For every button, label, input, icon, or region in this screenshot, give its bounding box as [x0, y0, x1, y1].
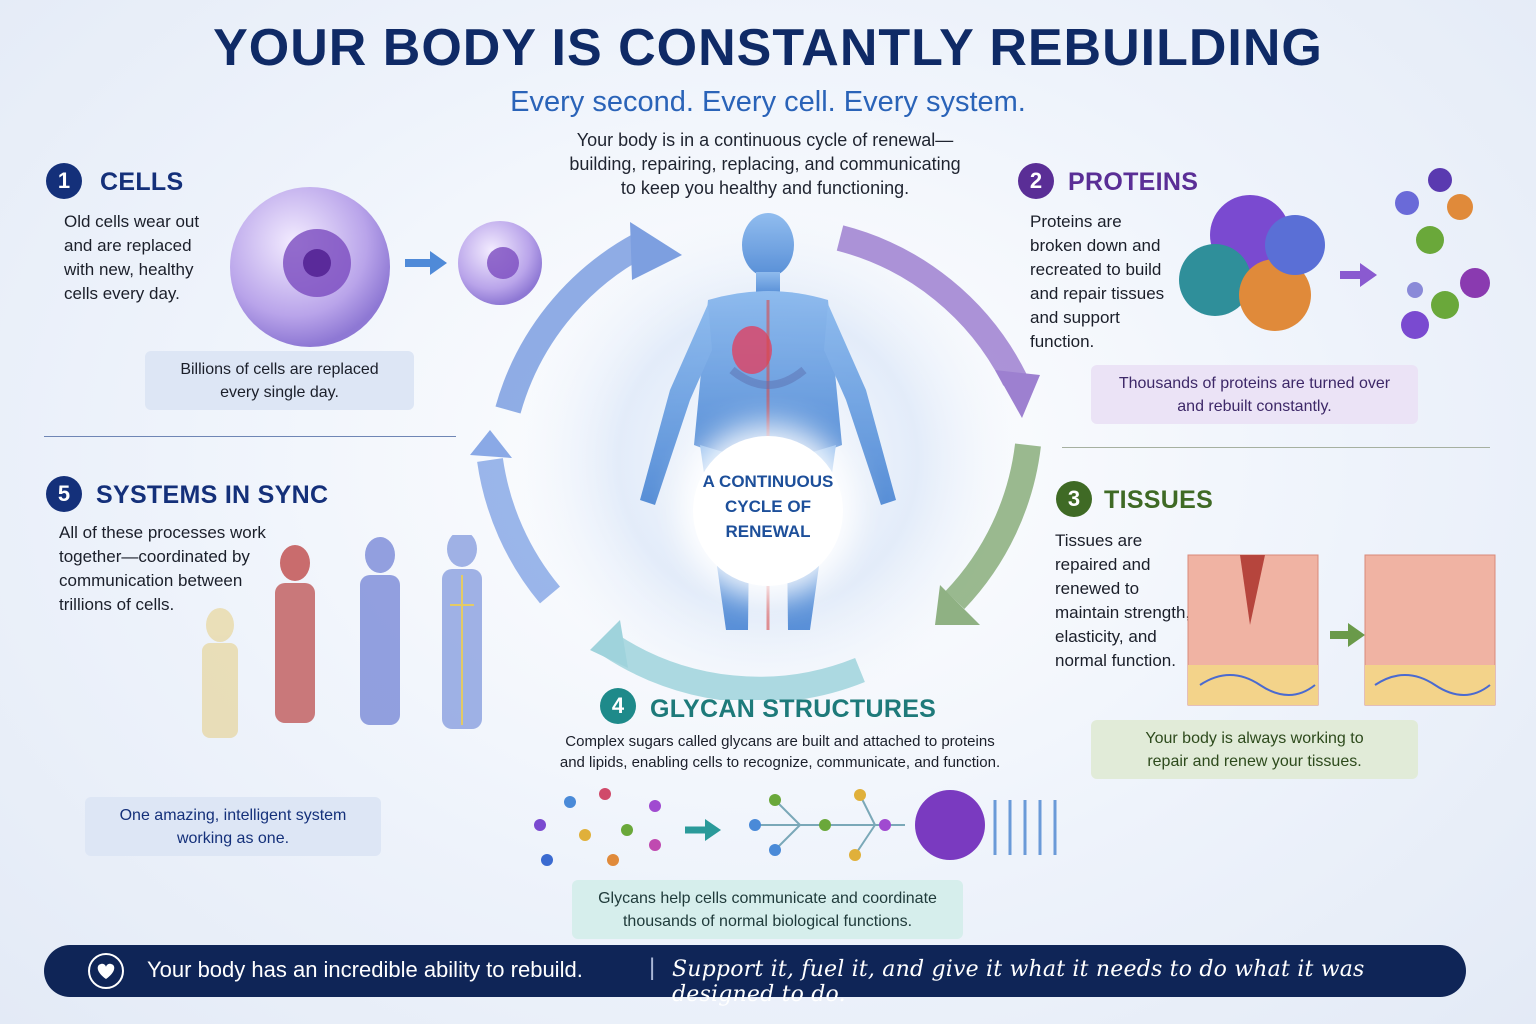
cell-icon [230, 187, 542, 347]
proteins-title: PROTEINS [1068, 168, 1199, 196]
divider [44, 436, 456, 437]
cells-note: Billions of cells are replaced every sin… [145, 351, 414, 410]
cycle-arrowhead [590, 620, 628, 668]
glycan-icon [534, 788, 1057, 866]
cycle-arrowhead [995, 370, 1040, 418]
section-2-badge: 2 [1018, 163, 1054, 199]
heart-icon [88, 953, 124, 989]
intro-text: Your body is in a continuous cycle of re… [569, 130, 961, 198]
systems-title: SYSTEMS IN SYNC [96, 481, 329, 509]
section-3-badge: 3 [1056, 481, 1092, 517]
glycans-title: GLYCAN STRUCTURES [650, 695, 937, 723]
tissues-note: Your body is always working to repair an… [1091, 720, 1418, 779]
page-subtitle: Every second. Every cell. Every system. [510, 86, 1026, 118]
proteins-note: Thousands of proteins are turned over an… [1091, 365, 1418, 424]
cells-description: Old cells wear out and are replaced with… [64, 212, 200, 303]
protein-icon [1179, 168, 1490, 339]
glycans-description: Complex sugars called glycans are built … [559, 733, 1001, 771]
tissue-icon [1187, 554, 1496, 706]
heart-organ [732, 326, 772, 374]
cycle-arrowhead [470, 430, 512, 458]
section-4-badge: 4 [600, 688, 636, 724]
tissues-description: Tissues are repaired and renewed to main… [1055, 531, 1191, 670]
cycle-arrow-icon [477, 225, 1041, 700]
cycle-center-label: A CONTINUOUS CYCLE OF RENEWAL [693, 436, 843, 586]
divider [1062, 447, 1490, 448]
tissues-title: TISSUES [1104, 486, 1214, 514]
footer-banner: Your body has an incredible ability to r… [44, 945, 1466, 1007]
systems-description: All of these processes work together—coo… [59, 523, 266, 614]
footer-separator: | [649, 954, 656, 981]
section-1-badge: 1 [46, 163, 82, 199]
section-5-badge: 5 [46, 476, 82, 512]
page-title: YOUR BODY IS CONSTANTLY REBUILDING [213, 19, 1323, 77]
body-systems-illustration [202, 535, 482, 738]
footer-tagline: Support it, fuel it, and give it what it… [672, 957, 1365, 1007]
cycle-arrowhead [630, 222, 682, 280]
footer-main-text: Your body has an incredible ability to r… [147, 957, 583, 982]
glycans-note: Glycans help cells communicate and coord… [572, 880, 963, 939]
systems-note: One amazing, intelligent system working … [85, 797, 381, 856]
proteins-description: Proteins are broken down and recreated t… [1030, 212, 1165, 351]
cycle-arrowhead [935, 585, 980, 625]
cells-title: CELLS [100, 168, 184, 196]
